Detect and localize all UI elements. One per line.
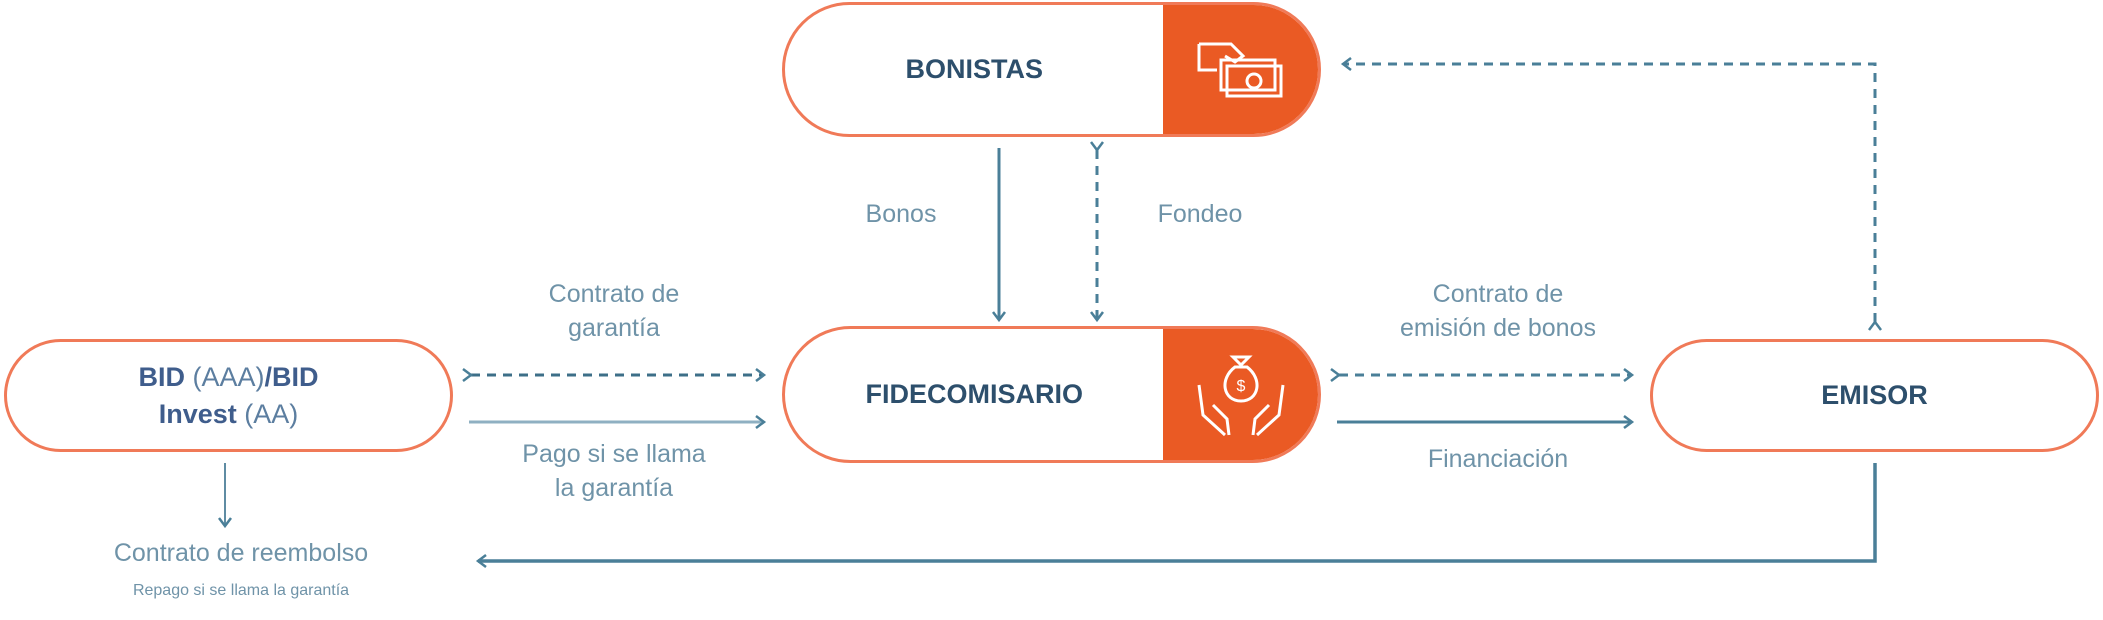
pago-label: Pago si se llama la garantía	[522, 438, 705, 506]
bid-text: BID	[138, 362, 185, 393]
contrato-garantia-line1: Contrato de	[548, 280, 680, 308]
contrato-emision-line2: emisión de bonos	[1400, 313, 1596, 342]
bonistas-label: BONISTAS	[905, 54, 1043, 85]
emisor-label: EMISOR	[1821, 380, 1928, 411]
bid-label: BID (AAA)/BID Invest (AA)	[138, 359, 318, 432]
fidecomisario-label: FIDECOMISARIO	[865, 379, 1083, 410]
financiacion-label: Financiación	[1427, 445, 1569, 473]
fidecomisario-icon-box: $	[1163, 329, 1318, 460]
repago-label: Repago si se llama la garantía	[132, 582, 350, 599]
contrato-emision-label: Contrato de emisión de bonos	[1400, 278, 1596, 346]
bid-node: BID (AAA)/BID Invest (AA)	[4, 339, 453, 452]
bonistas-node: BONISTAS	[782, 2, 1321, 137]
svg-text:$: $	[1236, 378, 1245, 395]
fondeo-label: Fondeo	[1157, 200, 1243, 228]
reembolso-label: Contrato de reembolso	[113, 539, 369, 567]
contrato-garantia-line2: garantía	[568, 313, 660, 342]
fidecomisario-node: FIDECOMISARIO $	[782, 326, 1321, 463]
hand-money-icon	[1197, 42, 1283, 97]
contrato-garantia-label: Contrato de garantía	[549, 278, 680, 346]
bonistas-icon-box	[1163, 5, 1318, 134]
hands-money-bag-icon: $	[1197, 355, 1285, 436]
bid-text-2: /BID	[264, 362, 319, 393]
invest-text: Invest	[158, 398, 237, 429]
emisor-reembolso-line	[475, 463, 1877, 568]
emisor-node: EMISOR	[1650, 339, 2099, 452]
bonos-label: Bonos	[865, 200, 937, 228]
aa-rating: (AA)	[244, 398, 299, 429]
pago-line2: la garantía	[554, 473, 674, 502]
emisor-bonistas-dashed	[1340, 57, 1882, 331]
contrato-emision-line1: Contrato de	[1432, 280, 1564, 308]
aaa-rating: (AAA)	[192, 362, 265, 393]
pago-line1: Pago si se llama	[522, 440, 706, 468]
